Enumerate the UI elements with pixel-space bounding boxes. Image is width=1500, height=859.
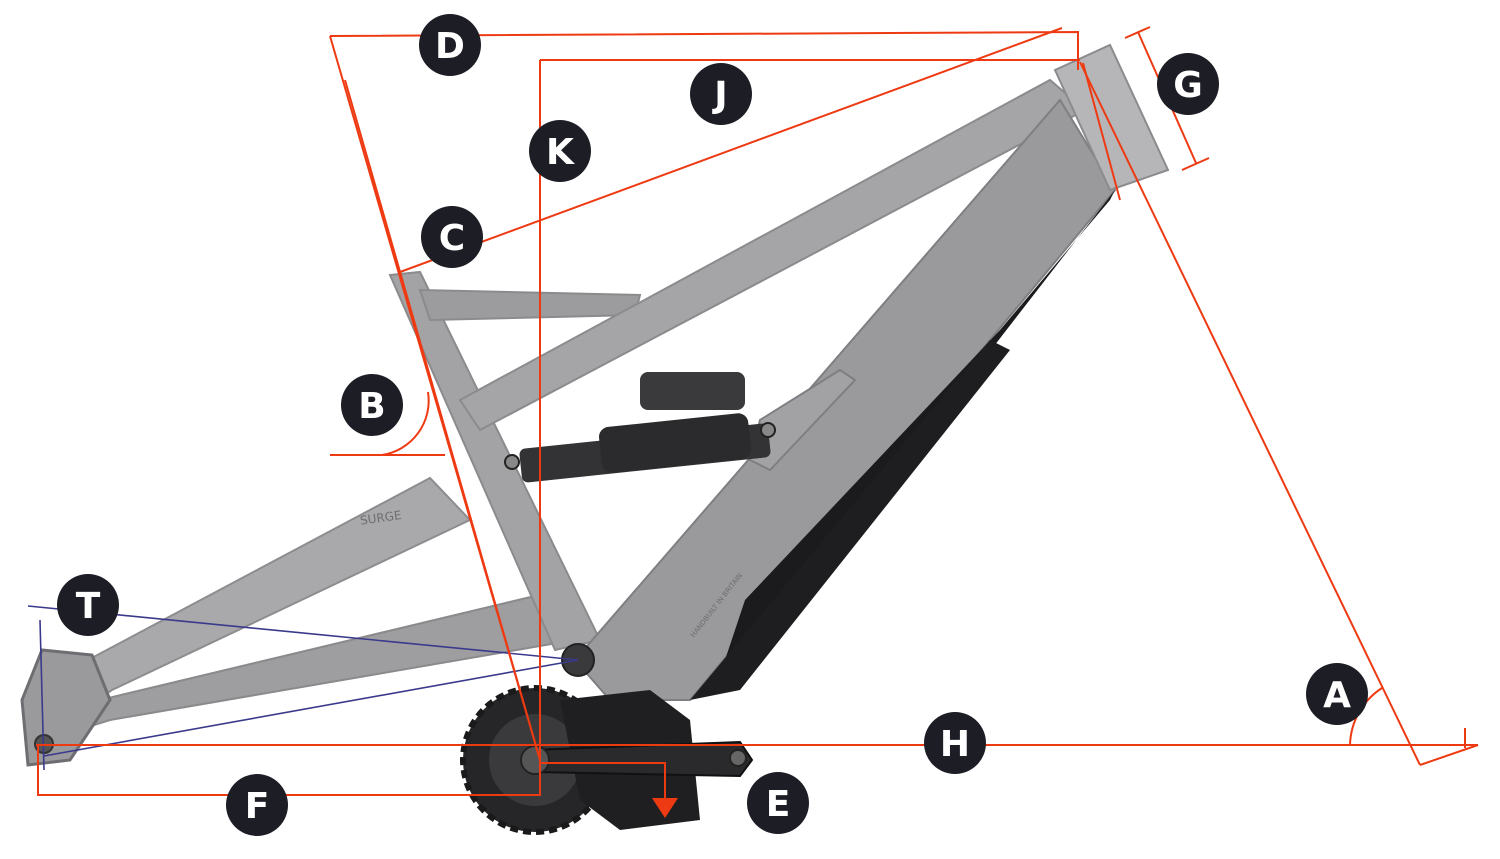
t-line-1 [27, 605, 579, 661]
g-tick-bottom [1181, 157, 1210, 171]
battery-lower [690, 340, 1010, 700]
svg-text:A: A [1323, 675, 1351, 716]
badge-j: J [690, 63, 752, 125]
badge-c: C [421, 206, 483, 268]
svg-text:G: G [1173, 65, 1203, 106]
badge-h: H [924, 712, 986, 774]
crank-spindle [520, 745, 550, 775]
badge-b: B [341, 374, 403, 436]
pedal-axle [729, 749, 747, 767]
frame: SURGE HANDBUILT IN BRITAIN [20, 43, 1170, 767]
svg-text:E: E [766, 784, 791, 825]
badge-e: E [747, 772, 809, 834]
badges: D J K C G B T A [57, 14, 1368, 836]
measure-lines [36, 26, 1479, 800]
shock-reservoir [640, 372, 745, 410]
b-angle-arc [381, 391, 430, 456]
g-head-axis [1082, 62, 1121, 201]
t-line-2 [43, 659, 579, 757]
e-arrow-head [652, 798, 678, 818]
rear-shock [504, 372, 776, 483]
svg-text:C: C [439, 218, 465, 259]
badge-t: T [57, 574, 119, 636]
badge-f: F [226, 774, 288, 836]
badge-a: A [1306, 663, 1368, 725]
a-foot [1419, 744, 1479, 766]
badge-k: K [529, 120, 591, 182]
svg-text:K: K [546, 132, 575, 173]
svg-text:J: J [711, 75, 727, 116]
shock-eyelet-rear [504, 454, 520, 470]
shock-eyelet-front [760, 422, 776, 438]
rocker-link [418, 288, 642, 322]
svg-text:B: B [358, 386, 385, 427]
d-top-tube [329, 30, 1079, 70]
c-seat-line [344, 79, 541, 761]
svg-text:T: T [76, 586, 101, 627]
svg-text:H: H [940, 724, 970, 765]
shock-can [598, 413, 752, 473]
c-seat-tick [399, 27, 1063, 273]
frame-model-text: SURGE [359, 508, 402, 528]
svg-text:D: D [435, 26, 465, 67]
head-tube [1053, 43, 1170, 192]
a-head-line [1079, 61, 1421, 766]
svg-text:F: F [245, 786, 270, 827]
e-bb-drop [540, 762, 666, 800]
drivetrain [460, 685, 754, 835]
badge-d: D [419, 14, 481, 76]
g-tick-top [1124, 26, 1151, 39]
badge-g: G [1157, 53, 1219, 115]
